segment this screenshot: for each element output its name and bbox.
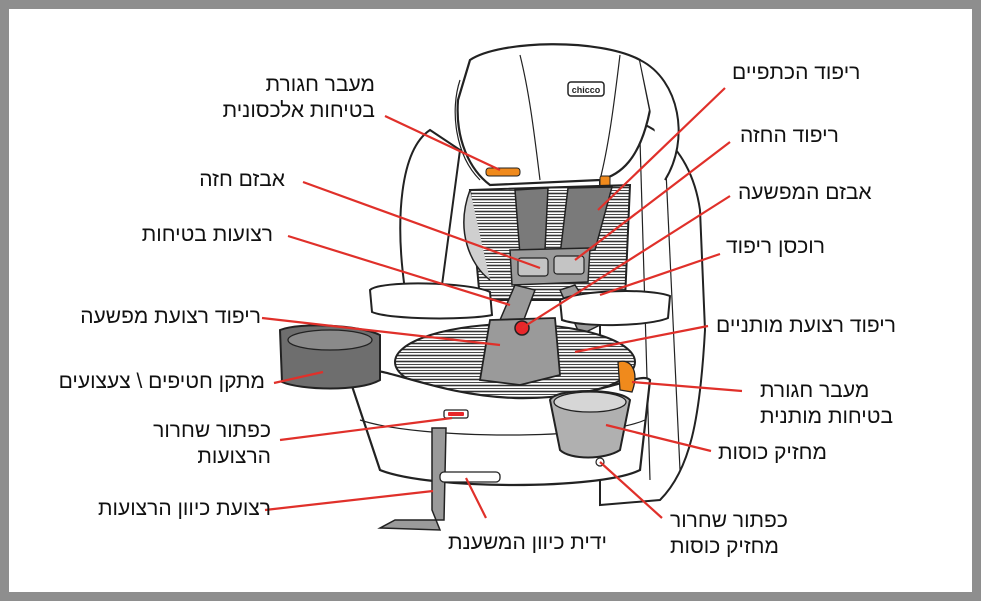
label-shoulder-belt-guide-line2: בטיחות אלכסונית [223,98,375,124]
leader-harness-adjust-strap [265,491,433,510]
label-buckle: אבזם המפשעה [738,180,872,206]
label-hip-strap-pads: ריפוד רצועת מותניים [716,313,896,339]
label-harness-release-button: כפתור שחרור הרצועות [153,418,271,470]
lap-belt-guide-marker [618,361,635,392]
label-cup-holder-release-line1: כפתור שחרור [670,508,788,534]
label-shoulder-pads: ריפוד הכתפיים [732,60,860,86]
label-padding-zipper: רוכסן ריפוד [726,234,825,260]
label-lap-belt-guide-line1: מעבר חגורת [760,378,893,404]
label-harness-straps: רצועות בטיחות [142,222,273,248]
shoulder-belt-guide-marker [486,168,520,176]
shoulder-pad-left [515,188,548,255]
label-harness-adjust-strap: רצועת כיוון הרצועות [98,496,271,522]
label-harness-release-button-line1: כפתור שחרור [153,418,271,444]
label-harness-release-button-line2: הרצועות [153,444,271,470]
label-lap-belt-guide: מעבר חגורת בטיחות מותנית [760,378,893,430]
label-shoulder-belt-guide: מעבר חגורת בטיחות אלכסונית [223,72,375,124]
armrest-left [370,283,492,318]
label-recline-handle: ידית כיוון המשענת [420,530,635,556]
label-chest-clip: אבזם חזה [199,167,285,193]
brand-badge-text: chicco [572,85,601,95]
label-cup-holder: מחזיק כוסות [718,440,827,466]
label-cup-holder-release: כפתור שחרור מחזיק כוסות [670,508,788,560]
label-cup-holder-release-line2: מחזיק כוסות [670,534,788,560]
label-lap-belt-guide-line2: בטיחות מותנית [760,404,893,430]
label-crotch-strap-pad: ריפוד רצועת מפשעה [80,304,261,330]
label-snack-cup-holder: מתקן חטיפים \ צעצועים [59,369,265,395]
armrest-right [560,291,670,325]
label-shoulder-belt-guide-line1: מעבר חגורת [223,72,375,98]
label-chest-pads: ריפוד החזה [740,123,839,149]
recline-handle-shape [440,472,500,482]
